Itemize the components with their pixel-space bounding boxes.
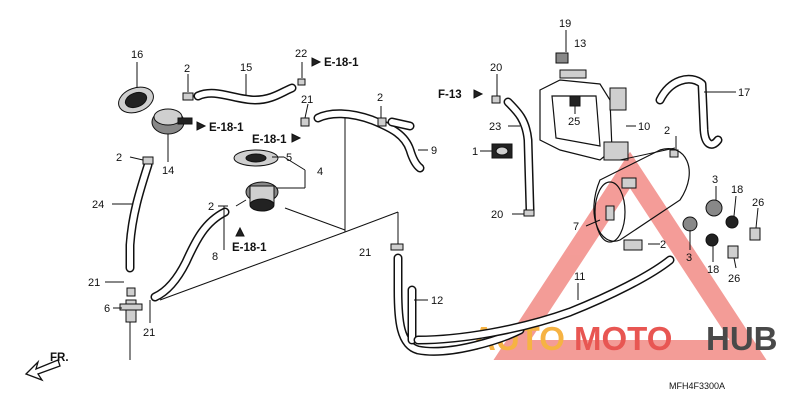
callout-20-a: 20 xyxy=(490,62,502,74)
callout-23: 23 xyxy=(489,121,501,133)
callout-8: 8 xyxy=(212,251,218,263)
callout-1: 1 xyxy=(472,146,478,158)
clip-2-top-left xyxy=(182,92,194,101)
clip-21-lower xyxy=(390,243,404,251)
callout-2-e: 2 xyxy=(664,125,670,137)
bolt-26-lower[interactable] xyxy=(727,245,739,259)
ref-e181-bottom: E-18-1 xyxy=(232,242,267,254)
callout-9: 9 xyxy=(431,145,437,157)
fitting-1[interactable] xyxy=(491,143,513,159)
leader-lines-left xyxy=(105,62,399,360)
clip-20-lower xyxy=(523,209,535,217)
ref-e181-valve: E-18-1 xyxy=(209,122,244,134)
clip-2-center xyxy=(377,117,387,127)
callout-18-b: 18 xyxy=(707,264,719,276)
valve-body-4[interactable] xyxy=(235,181,279,212)
callout-11: 11 xyxy=(574,271,585,283)
collar-18-upper[interactable] xyxy=(725,215,739,229)
front-arrow xyxy=(24,359,61,382)
gasket-5[interactable] xyxy=(233,149,279,167)
clip-21-center xyxy=(300,117,310,127)
callout-21-b: 21 xyxy=(88,277,100,289)
diagram-code: MFH4F3300A xyxy=(669,381,725,391)
nut-13[interactable] xyxy=(555,52,569,64)
callout-2-a: 2 xyxy=(184,63,190,75)
front-label: FR. xyxy=(50,352,69,364)
bolt-26-upper[interactable] xyxy=(749,227,761,241)
callout-15: 15 xyxy=(240,62,252,74)
grommet-3-lower[interactable] xyxy=(682,216,698,232)
t-joint-6[interactable] xyxy=(119,287,143,323)
grommet-3-upper[interactable] xyxy=(705,199,723,217)
ref-arrow-e181-mid xyxy=(291,133,302,143)
ref-arrow-e181-top xyxy=(311,57,322,67)
callout-14: 14 xyxy=(162,165,174,177)
callout-3-b: 3 xyxy=(686,252,692,264)
callout-22: 22 xyxy=(295,48,307,60)
clip-2-hose-24 xyxy=(142,156,154,165)
callout-12: 12 xyxy=(431,295,443,307)
ref-e181-mid: E-18-1 xyxy=(252,134,287,146)
callout-21-c: 21 xyxy=(143,327,155,339)
solenoid-valve-14[interactable] xyxy=(151,108,193,146)
ref-f13: F-13 xyxy=(438,89,462,101)
callout-26-a: 26 xyxy=(752,197,764,209)
ref-arrow-e181-valve xyxy=(196,121,207,131)
callout-4: 4 xyxy=(317,166,323,178)
callout-2-d: 2 xyxy=(208,201,214,213)
callout-24: 24 xyxy=(92,199,104,211)
collar-18-lower[interactable] xyxy=(705,233,719,247)
callout-5: 5 xyxy=(286,152,292,164)
callout-26-b: 26 xyxy=(728,273,740,285)
callout-17: 17 xyxy=(738,87,750,99)
callout-13: 13 xyxy=(574,38,586,50)
callout-19: 19 xyxy=(559,18,571,30)
callout-2-b: 2 xyxy=(377,92,383,104)
ref-e181-top: E-18-1 xyxy=(324,57,359,69)
callout-6: 6 xyxy=(104,303,110,315)
ref-arrow-f13 xyxy=(473,89,484,99)
watermark-moto: MOTO xyxy=(574,320,672,357)
canister-7[interactable] xyxy=(593,147,690,251)
callout-25: 25 xyxy=(568,116,580,128)
callout-21-d: 21 xyxy=(359,247,371,259)
watermark-triangle xyxy=(493,151,767,360)
screw-25[interactable] xyxy=(569,95,581,107)
callout-2-c: 2 xyxy=(116,152,122,164)
callout-3-a: 3 xyxy=(712,174,718,186)
callout-21-a: 21 xyxy=(301,94,313,106)
callout-18-a: 18 xyxy=(731,184,743,196)
callout-10: 10 xyxy=(638,121,650,133)
watermark-hub: HUB xyxy=(706,320,778,357)
clip-20-top xyxy=(491,95,501,104)
clip-2-right xyxy=(669,149,679,158)
callout-2-f: 2 xyxy=(660,239,666,251)
cap-16[interactable] xyxy=(115,83,157,118)
callout-16: 16 xyxy=(131,49,143,61)
bracket-10[interactable] xyxy=(539,79,629,161)
clip-22 xyxy=(297,78,306,86)
callout-7: 7 xyxy=(573,221,579,233)
callout-20-b: 20 xyxy=(491,209,503,221)
ref-arrow-e181-bottom xyxy=(235,226,245,237)
clip-19[interactable] xyxy=(559,69,587,79)
